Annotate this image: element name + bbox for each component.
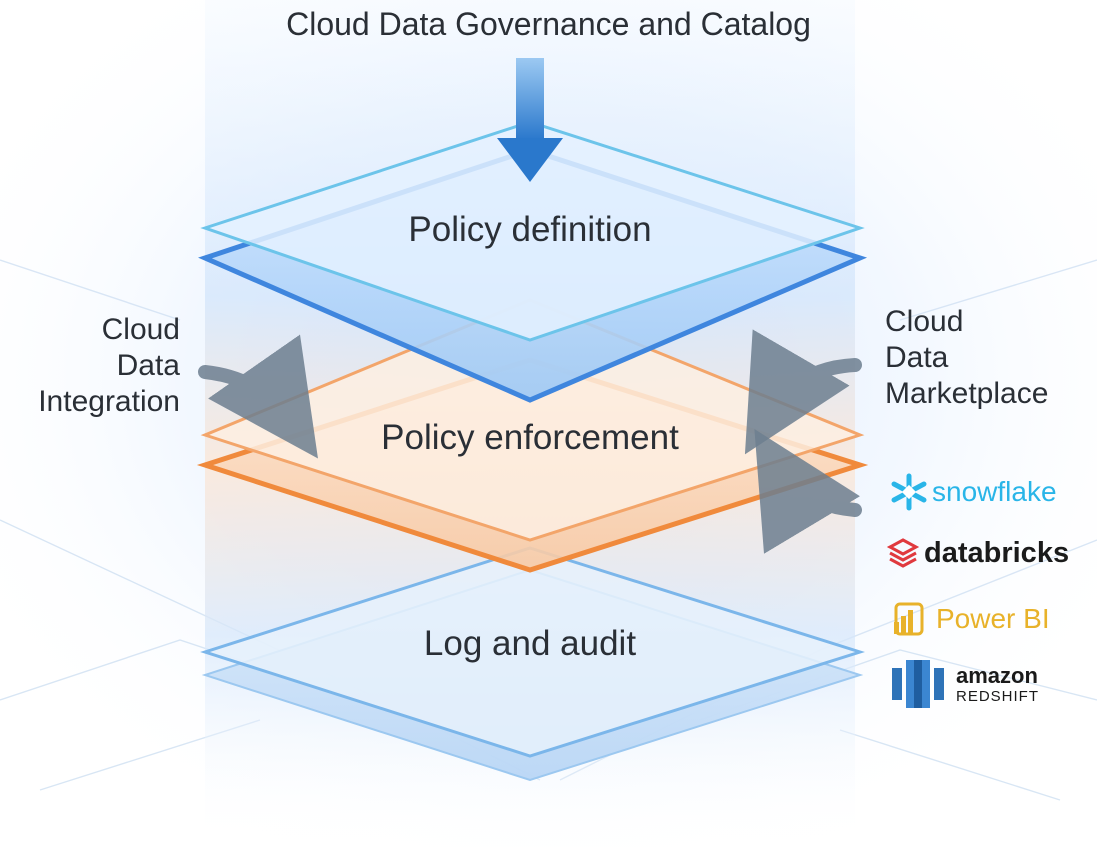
layer-label-definition: Policy definition — [408, 210, 652, 249]
left-input-line: Cloud — [101, 313, 180, 346]
redshift-logo: amazon REDSHIFT — [888, 654, 1039, 714]
right-input-line: Marketplace — [885, 377, 1049, 410]
powerbi-icon — [894, 602, 924, 636]
redshift-wordmark: amazon — [956, 662, 1038, 688]
right-input-line: Data — [885, 341, 949, 374]
left-input-label: Cloud Data Integration — [20, 312, 180, 420]
redshift-icon — [892, 660, 944, 708]
snowflake-wordmark: snowflake — [932, 476, 1057, 507]
integration-arrow — [198, 334, 318, 459]
databricks-icon — [886, 538, 920, 568]
right-input-label: Cloud Data Marketplace — [885, 304, 1085, 412]
powerbi-logo: Power BI — [890, 600, 1050, 638]
snowflake-icon — [891, 473, 927, 511]
layer-label-enforcement: Policy enforcement — [381, 418, 679, 457]
definition-layer — [200, 120, 865, 342]
marketplace-arrow — [744, 329, 862, 455]
layer-label-audit: Log and audit — [423, 624, 637, 663]
databricks-logo: databricks — [886, 536, 1069, 570]
databricks-wordmark: databricks — [924, 536, 1070, 569]
redshift-subtitle: REDSHIFT — [956, 687, 1039, 705]
powerbi-wordmark: Power BI — [936, 603, 1050, 634]
left-input-line: Integration — [38, 385, 180, 418]
partners-arrow — [754, 428, 862, 554]
left-input-line: Data — [116, 349, 180, 382]
snowflake-logo: snowflake — [888, 472, 1057, 512]
right-input-line: Cloud — [885, 305, 964, 338]
diagram-title: Cloud Data Governance and Catalog — [286, 6, 811, 42]
governance-arrow — [497, 58, 563, 182]
audit-layer — [200, 546, 865, 758]
